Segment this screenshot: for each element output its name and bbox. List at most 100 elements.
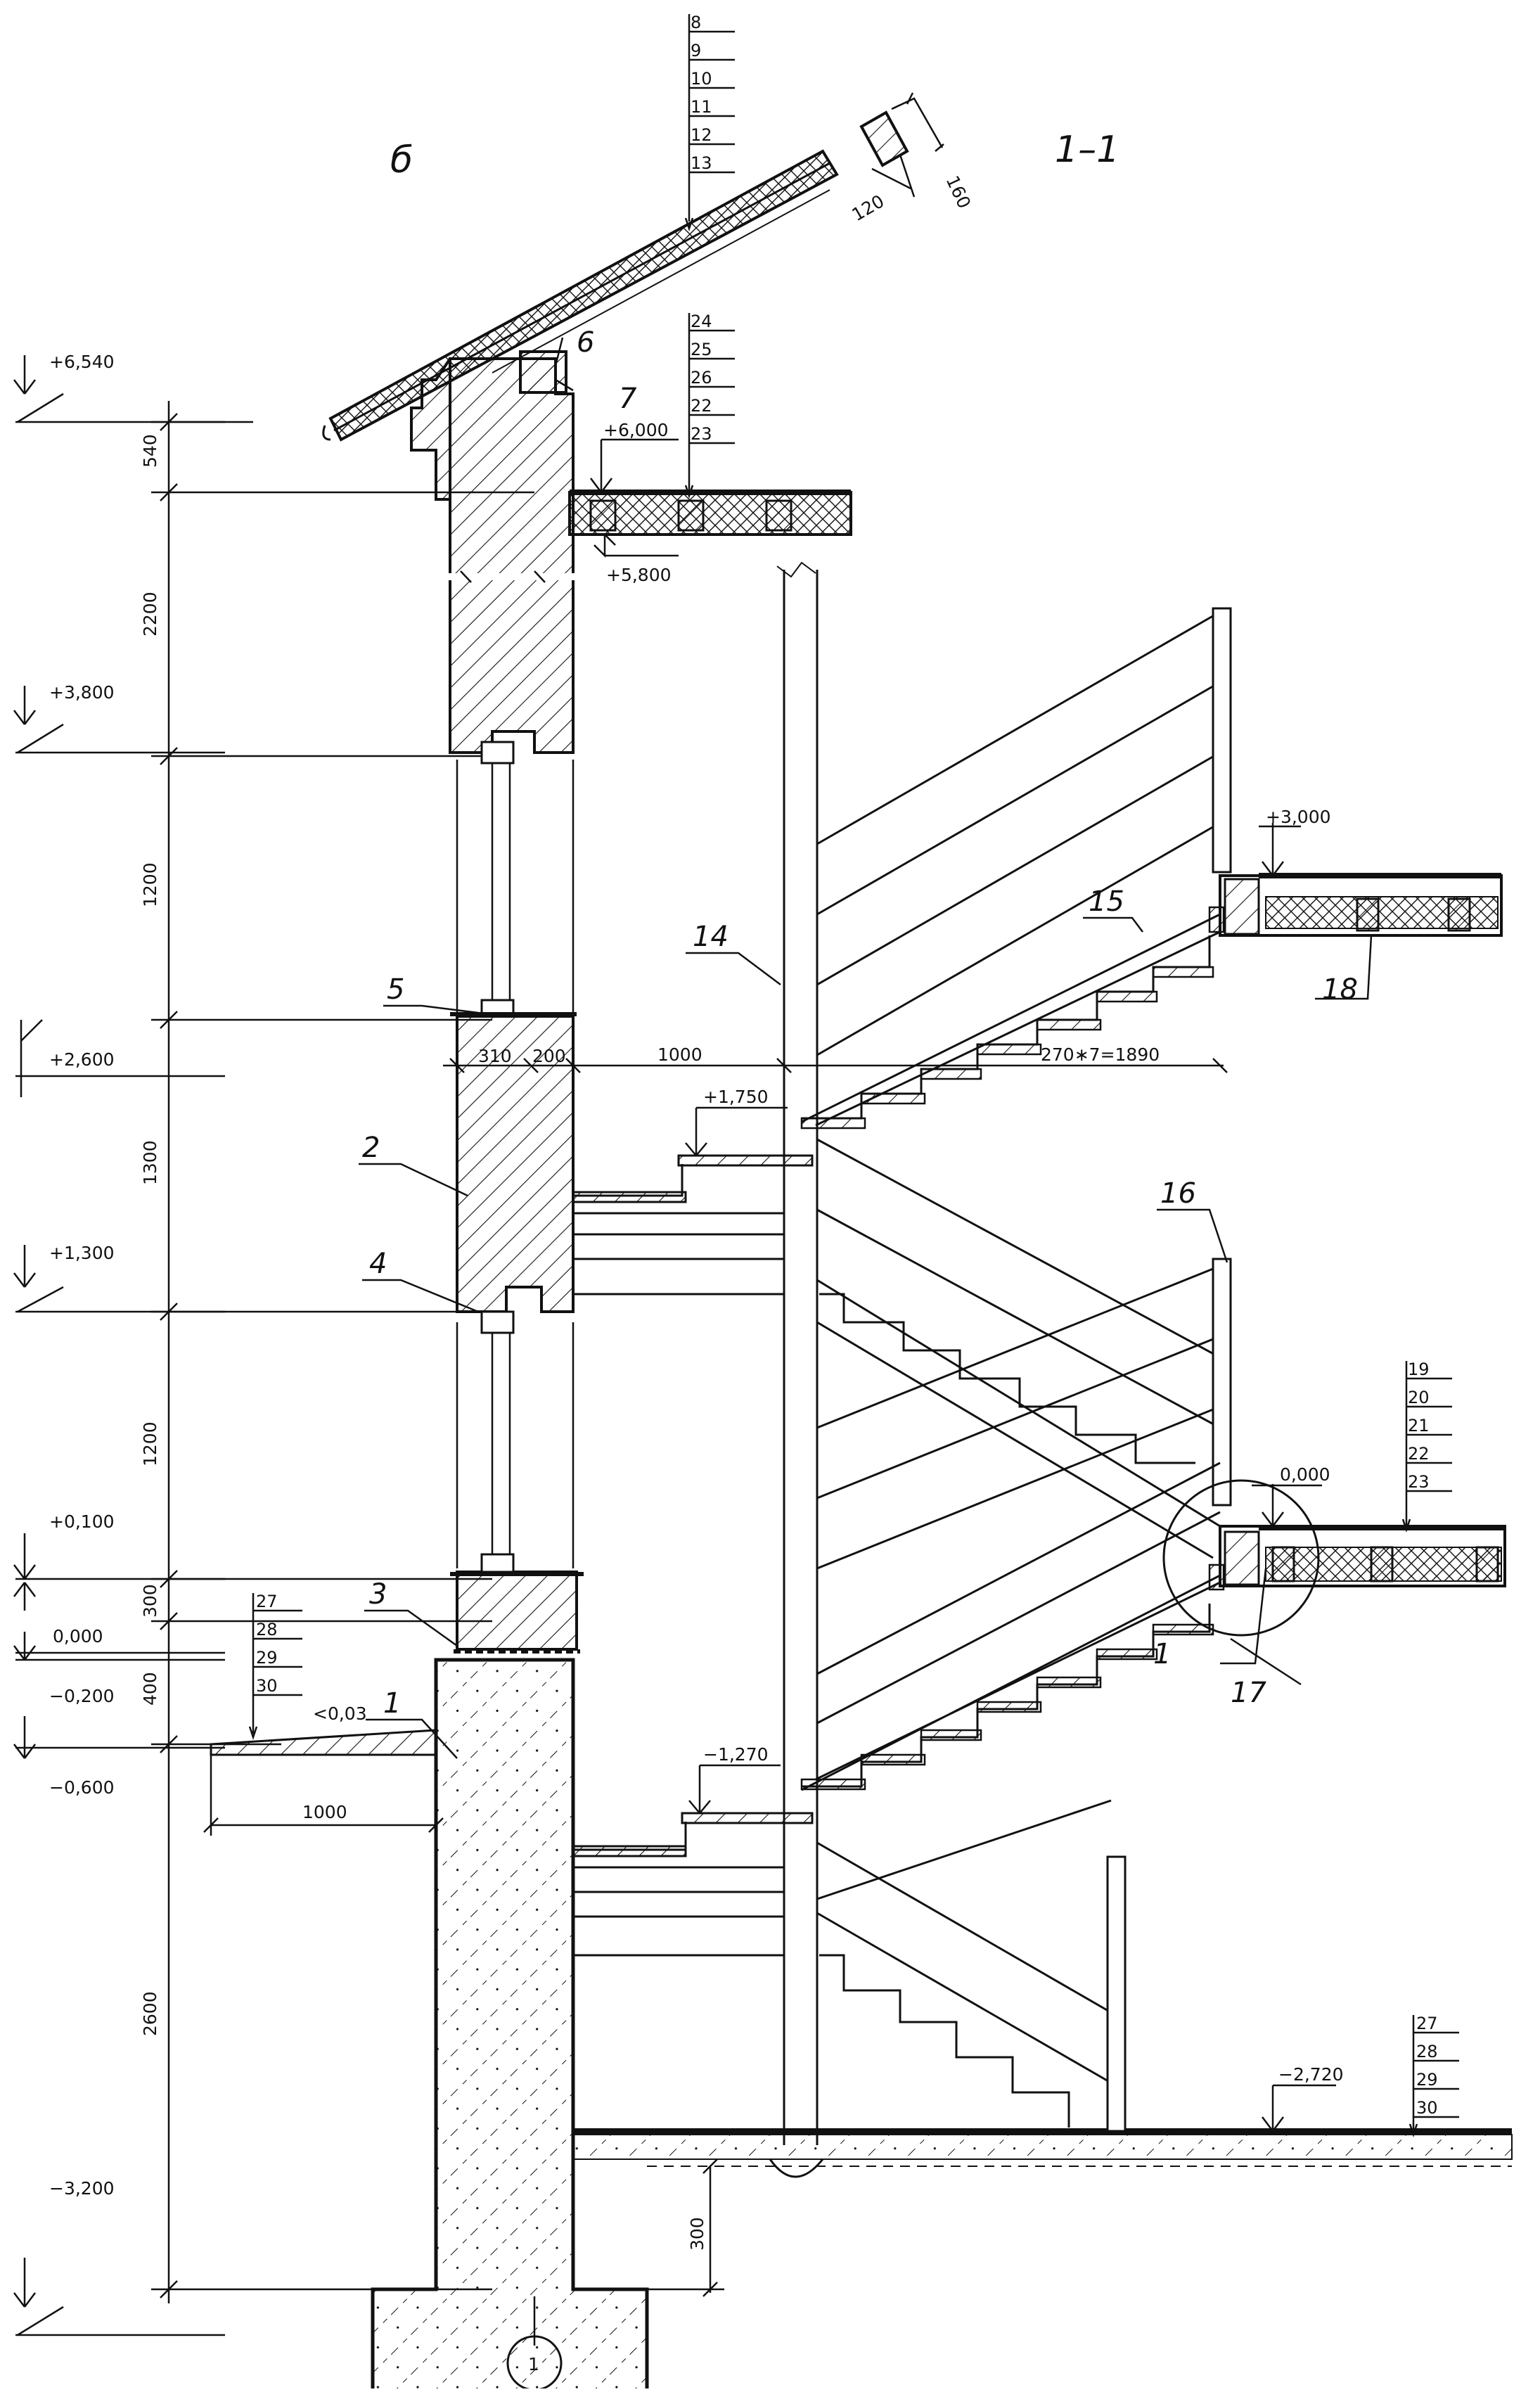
dim-1000: 1000 bbox=[657, 1044, 702, 1065]
floor-0000 bbox=[1219, 1525, 1506, 1587]
dim-1200-upper: 1200 bbox=[140, 862, 160, 907]
basement-layer-29: 29 bbox=[1416, 2070, 1438, 2090]
level-2600: +2,600 bbox=[49, 1049, 115, 1070]
roof bbox=[322, 149, 839, 442]
dim-1300: 1300 bbox=[140, 1140, 160, 1185]
dim-2200: 2200 bbox=[140, 591, 160, 637]
stair-flight-lower bbox=[800, 1462, 1225, 1791]
level-6000: +6,000 bbox=[603, 420, 669, 440]
landing-1750 bbox=[572, 1154, 814, 1296]
window-upper bbox=[456, 741, 575, 1017]
roof-layer-13: 13 bbox=[691, 153, 712, 173]
blind-layer-28: 28 bbox=[256, 1620, 278, 1639]
callout-6-wallplate: 6 bbox=[577, 326, 594, 359]
leader-table-blind-area bbox=[248, 1593, 302, 1740]
floor-upper bbox=[568, 490, 852, 536]
dim-2600: 2600 bbox=[140, 1991, 160, 2036]
upper-layer-26: 26 bbox=[691, 368, 712, 388]
section-label: 1–1 bbox=[1055, 129, 1119, 171]
leader-table-ground-floor bbox=[1401, 1361, 1452, 1533]
plinth-block bbox=[454, 1571, 580, 1654]
stair-flight-middle bbox=[816, 1138, 1232, 1570]
window-lower bbox=[456, 1310, 575, 1573]
svg-text:1: 1 bbox=[528, 2354, 539, 2374]
inline-level-arrows bbox=[590, 438, 1336, 2132]
callout-15-step: 15 bbox=[1089, 885, 1124, 918]
upper-layer-25: 25 bbox=[691, 340, 712, 359]
view-letter: б bbox=[390, 139, 413, 181]
stair-column bbox=[776, 561, 819, 2145]
blind-layer-27: 27 bbox=[256, 1592, 278, 1611]
callout-leaders bbox=[359, 337, 1373, 1759]
callout-4-window: 4 bbox=[369, 1248, 387, 1280]
level-3200: −3,200 bbox=[49, 2178, 115, 2199]
callout-3-plinth: 3 bbox=[369, 1578, 387, 1611]
roof-layer-12: 12 bbox=[691, 125, 712, 145]
level-0200: −0,200 bbox=[49, 1686, 115, 1706]
level-0100: +0,100 bbox=[49, 1511, 115, 1532]
dim-310: 310 bbox=[478, 1046, 512, 1066]
upper-layer-24: 24 bbox=[691, 312, 712, 331]
dim-200: 200 bbox=[532, 1046, 566, 1066]
detail-circle bbox=[1162, 1479, 1320, 1637]
foundation bbox=[371, 1658, 649, 2392]
level-6540: +6,540 bbox=[49, 352, 115, 372]
callout-2-wall: 2 bbox=[362, 1132, 380, 1164]
horizontal-dimension-line bbox=[443, 1058, 1228, 1073]
leader-table-upper-floor bbox=[684, 313, 735, 499]
stair-flight-upper bbox=[800, 607, 1232, 1130]
foundation-depth-dim bbox=[647, 2158, 724, 2297]
basement-layer-30: 30 bbox=[1416, 2098, 1438, 2118]
callout-18-joist: 18 bbox=[1322, 973, 1358, 1006]
level-1300: +1,300 bbox=[49, 1243, 115, 1263]
blind-area-width: 1000 bbox=[302, 1802, 347, 1822]
dim-1890: 270∗7=1890 bbox=[1041, 1044, 1160, 1065]
level-2720: −2,720 bbox=[1278, 2064, 1344, 2085]
roof-layer-10: 10 bbox=[691, 69, 712, 89]
dim-300-foundation: 300 bbox=[687, 2217, 707, 2251]
leader-table-basement-floor bbox=[1409, 2015, 1459, 2137]
blind-area-dim bbox=[203, 1751, 444, 1836]
roof-layer-11: 11 bbox=[691, 97, 712, 117]
level-0600: −0,600 bbox=[49, 1777, 115, 1798]
roof-layer-9: 9 bbox=[691, 41, 701, 60]
level-marks bbox=[13, 355, 225, 2336]
blind-area-slope: <0,03 bbox=[313, 1703, 367, 1724]
level-3800: +3,800 bbox=[49, 682, 115, 703]
blind-area bbox=[210, 1729, 437, 1756]
ground-layer-23: 23 bbox=[1408, 1472, 1430, 1492]
stair-flight-basement bbox=[816, 1799, 1127, 2132]
sills bbox=[450, 1012, 584, 1576]
basement-layer-27: 27 bbox=[1416, 2014, 1438, 2033]
ground-layer-19: 19 bbox=[1408, 1360, 1430, 1379]
dim-300: 300 bbox=[140, 1584, 160, 1618]
level-1750: +1,750 bbox=[703, 1087, 769, 1107]
level-5800: +5,800 bbox=[606, 565, 672, 585]
dim-540: 540 bbox=[140, 434, 160, 468]
callout-14-column: 14 bbox=[693, 921, 729, 953]
callout-16-railing: 16 bbox=[1160, 1177, 1196, 1210]
wall-upper bbox=[410, 357, 584, 754]
wall-middle bbox=[456, 1015, 575, 1313]
callout-7-eave: 7 bbox=[619, 383, 637, 415]
rafter-dim-160: 160 bbox=[942, 172, 975, 212]
ground-layer-20: 20 bbox=[1408, 1388, 1430, 1407]
level-0000: 0,000 bbox=[53, 1626, 103, 1646]
landing-1270 bbox=[572, 1812, 814, 1957]
callout-5-sill: 5 bbox=[387, 973, 404, 1006]
dim-400: 400 bbox=[140, 1672, 160, 1706]
blind-layer-30: 30 bbox=[256, 1676, 278, 1696]
leader-table-roof bbox=[684, 14, 735, 231]
dim-1200-lower: 1200 bbox=[140, 1421, 160, 1466]
ground-layer-22: 22 bbox=[1408, 1444, 1430, 1464]
blind-layer-29: 29 bbox=[256, 1648, 278, 1668]
rafter-detail bbox=[859, 92, 944, 198]
basement-layer-28: 28 bbox=[1416, 2042, 1438, 2061]
upper-layer-23: 23 bbox=[691, 424, 712, 444]
level-1270: −1,270 bbox=[703, 1744, 769, 1765]
level-3000: +3,000 bbox=[1266, 807, 1331, 827]
level-0000-inline: 0,000 bbox=[1280, 1464, 1330, 1485]
ground-layer-21: 21 bbox=[1408, 1416, 1430, 1435]
